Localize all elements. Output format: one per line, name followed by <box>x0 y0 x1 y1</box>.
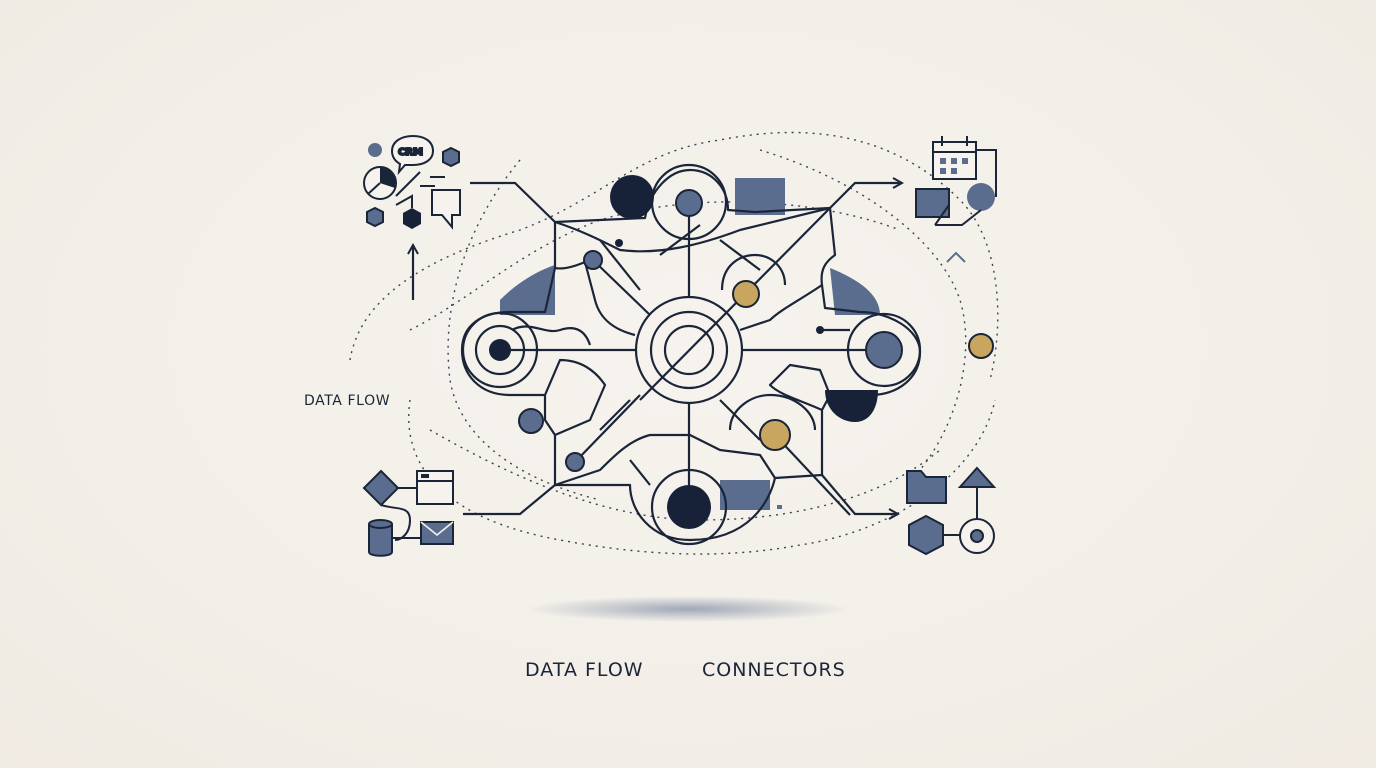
bottom-label-data-flow: DATA FLOW <box>525 659 644 681</box>
bottom-label-connectors: CONNECTORS <box>702 659 846 681</box>
line-from-bottom-left <box>463 484 556 516</box>
blob-top-right <box>735 178 785 215</box>
node-navy-half-right <box>825 390 878 422</box>
folder-icon <box>906 470 947 504</box>
hub-inner-top <box>554 206 831 253</box>
slash-line-1 <box>395 171 421 197</box>
slate-dot-icon <box>368 143 382 157</box>
flow-link <box>395 194 413 208</box>
hexagon-navy-icon <box>403 208 421 229</box>
icon-cluster-top-right <box>915 136 997 226</box>
central-hub <box>460 168 922 542</box>
hub-inner-left-top <box>554 260 636 337</box>
node-gold-upper-right <box>732 280 760 308</box>
background-blobs <box>500 178 880 510</box>
connector-arrows <box>413 181 966 516</box>
hub-spokes <box>500 202 884 516</box>
hub-crease-4 <box>599 399 631 431</box>
node-slate-right <box>865 331 903 369</box>
node-dots <box>489 175 994 529</box>
target-icon <box>959 518 995 554</box>
connector-shape <box>935 209 982 226</box>
node-slate-lower-left <box>518 408 544 434</box>
icon-cluster-bottom-right <box>906 466 997 556</box>
envelope-icon <box>420 521 454 545</box>
node-gold-far-right <box>968 333 994 359</box>
side-label-data-flow: DATA FLOW <box>304 393 391 409</box>
gold-ring-top-arc <box>720 253 787 291</box>
node-tiny-right <box>816 326 824 334</box>
node-tiny-square <box>777 505 782 509</box>
spoke-diag-nw <box>592 259 651 316</box>
dotted-orbit-left <box>447 159 601 501</box>
node-slate-small-lower <box>565 452 585 472</box>
hub-crease-2 <box>659 224 701 256</box>
spoke-diag-ne <box>639 207 831 401</box>
hub-inner-left-bottom <box>543 358 607 437</box>
small-chevron-right <box>946 251 966 263</box>
node-navy-top-left <box>610 175 654 219</box>
dotted-orbit-mid <box>409 201 901 331</box>
hub-crease-3 <box>719 239 761 271</box>
hub-crease-5 <box>719 399 761 441</box>
diamond-icon <box>362 469 400 507</box>
node-tiny-upper <box>615 239 623 247</box>
hub-inner-right-top <box>739 284 823 332</box>
icon-cluster-top-left: CRM <box>363 134 461 230</box>
hub-crease-1 <box>599 239 641 291</box>
hub-body <box>460 168 922 542</box>
ground-shadow <box>528 596 848 622</box>
hexagon-icon <box>442 146 460 168</box>
hexagon-small-icon <box>366 206 384 228</box>
node-slate-upper-left <box>583 250 603 270</box>
spoke-diag-se <box>774 434 851 516</box>
blob-bottom <box>720 480 770 510</box>
line-from-top-left <box>470 181 556 223</box>
blob-left <box>500 265 555 315</box>
hub-inner-bottom <box>554 433 776 487</box>
speech-bubble-icon <box>431 189 461 230</box>
spoke-diag-sw <box>574 394 641 463</box>
node-gold-lower-right <box>759 419 791 451</box>
calendar-connector <box>976 149 997 197</box>
calendar-icon <box>932 136 977 180</box>
hub-inner-right <box>768 363 832 412</box>
icon-cluster-bottom-left <box>362 469 454 557</box>
database-icon <box>368 519 393 557</box>
window-icon <box>416 470 454 505</box>
triangle-icon <box>957 466 997 488</box>
node-navy-bottom <box>667 485 711 529</box>
hexagon-bottom-icon <box>908 514 944 556</box>
hub-crease-6 <box>629 459 651 486</box>
center-ring-inner <box>663 324 715 376</box>
document-icon <box>915 188 950 226</box>
blob-right <box>830 268 880 315</box>
slate-disc-icon <box>967 183 995 211</box>
pie-chart-icon <box>363 166 397 200</box>
arrow-to-top-right <box>829 183 902 209</box>
node-slate-top <box>675 189 703 217</box>
dotted-orbit-right <box>759 149 967 471</box>
node-navy-left <box>489 339 511 361</box>
center-ring-mid <box>649 310 729 390</box>
crm-chat-icon: CRM <box>390 134 435 176</box>
gold-ring-bottom-arc <box>728 393 817 431</box>
arrow-to-bottom-right <box>821 474 898 514</box>
hub-wave <box>511 325 592 346</box>
svg-text:CRM: CRM <box>398 147 423 158</box>
